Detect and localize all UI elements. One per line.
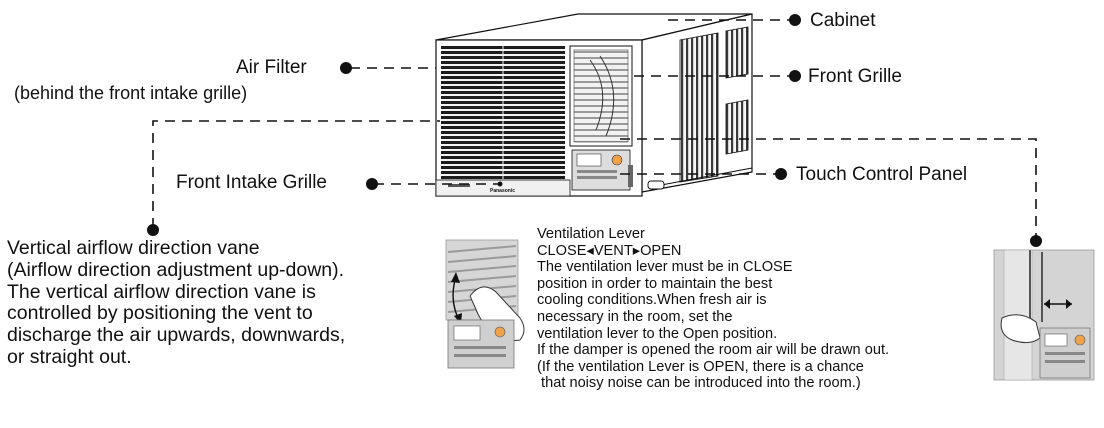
label-air-filter: Air Filter <box>236 57 307 78</box>
leader-bullets <box>147 14 1042 247</box>
leader-ventilation-lever <box>620 138 1037 238</box>
ventilation-line: If the damper is opened the room air wil… <box>537 342 890 359</box>
bullet-front-intake-grille <box>366 178 378 190</box>
label-front-intake-grille: Front Intake Grille <box>176 172 327 193</box>
air-conditioner-unit <box>435 13 753 197</box>
bullet-front-intake-end <box>497 181 503 187</box>
vane-description: Vertical airflow direction vane (Airflow… <box>7 237 346 369</box>
ventilation-line: position in order to maintain the best <box>537 275 773 292</box>
hand-lever-icon <box>1000 314 1041 344</box>
ventilation-line: necessary in the room, set the <box>537 308 733 325</box>
ventilation-lever-inset <box>993 249 1095 381</box>
vane-curve <box>589 59 604 131</box>
vane-description-line: (Airflow direction adjustment up-down). <box>7 258 345 281</box>
position-open: OPEN <box>640 242 682 259</box>
side-handle <box>647 180 665 190</box>
ventilation-positions: CLOSE◂VENT▸OPEN <box>537 243 889 260</box>
right-arrow-icon: ▸ <box>632 242 641 259</box>
bullet-vane <box>147 224 159 236</box>
side-vent-right <box>725 26 749 79</box>
ventilation-title: Ventilation Lever <box>537 226 645 242</box>
bullet-ventilation-lever <box>1030 235 1042 247</box>
vane-description-line: controlled by positioning the vent to <box>7 302 313 325</box>
side-vent-right-lower <box>725 99 749 155</box>
bullet-touch-control-panel <box>775 168 787 180</box>
label-touch-control-panel: Touch Control Panel <box>796 164 968 185</box>
leader-lines <box>152 19 1037 238</box>
label-cabinet: Cabinet <box>810 10 876 31</box>
ventilation-line: that noisy noise can be introduced into … <box>537 375 861 392</box>
bullet-cabinet <box>789 14 801 26</box>
position-vent: VENT <box>593 242 633 259</box>
ventilation-line: (If the ventilation Lever is OPEN, there… <box>537 358 864 375</box>
vane-description-line: Vertical airflow direction vane <box>7 237 260 259</box>
unit-brand-label: Panasonic <box>490 188 516 194</box>
vane-adjustment-inset <box>436 239 528 370</box>
label-air-filter-note: (behind the front intake grille) <box>14 83 248 103</box>
vane-description-line: The vertical airflow direction vane is <box>7 280 316 303</box>
ventilation-line: The ventilation lever must be in CLOSE <box>537 259 793 276</box>
left-arrow-icon: ◂ <box>586 242 594 259</box>
side-vent-left <box>679 32 719 183</box>
vane-description-line: or straight out. <box>7 345 132 368</box>
ventilation-line: cooling conditions.When fresh air is <box>537 292 767 309</box>
leader-vane <box>152 120 440 228</box>
bullet-front-grille <box>789 70 801 82</box>
label-front-grille: Front Grille <box>808 66 902 87</box>
vane-description-line: discharge the air upwards, downwards, <box>7 324 346 347</box>
bullet-air-filter <box>340 62 352 74</box>
ventilation-line: ventilation lever to the Open position. <box>537 325 778 342</box>
position-close: CLOSE <box>537 242 587 259</box>
ventilation-lever-text: Ventilation Lever CLOSE◂VENT▸OPEN The ve… <box>537 226 889 392</box>
